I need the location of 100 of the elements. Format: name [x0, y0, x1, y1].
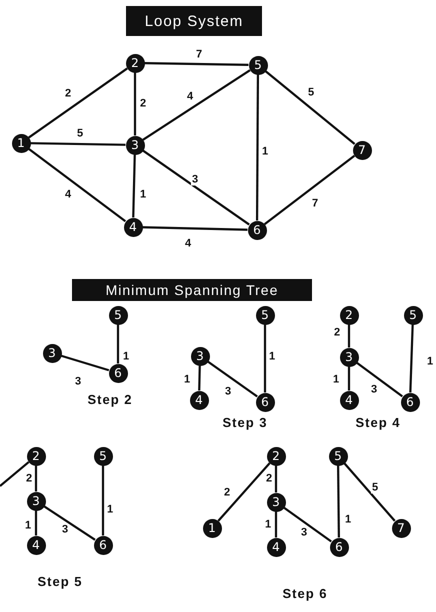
vertex-circle: 5 [248, 56, 268, 74]
vertex-circle: 5 [256, 306, 274, 324]
edge-weight: 2 [64, 88, 72, 100]
edge-weight: 3 [60, 524, 70, 536]
edge-weight: 2 [332, 328, 342, 338]
vertex-circle: 3 [190, 346, 210, 366]
vertex-circle: 5 [404, 306, 422, 324]
edge-weight: 7 [194, 50, 204, 60]
edge-weight: 5 [306, 88, 316, 98]
edge-weight: 1 [106, 504, 114, 516]
edge-weight: 1 [426, 356, 434, 368]
edge-line [34, 466, 38, 492]
edge-weight: 3 [370, 384, 378, 396]
edge-weight: 1 [264, 520, 272, 530]
edge-line [43, 505, 96, 541]
edge-weight: 1 [24, 520, 32, 532]
vertex-circle: 3 [26, 492, 46, 510]
heading-banner: Loop System [126, 6, 262, 36]
vertex-circle: 6 [330, 538, 348, 556]
vertex-circle: 6 [94, 536, 112, 554]
edge-weight: 3 [224, 386, 232, 398]
vertex-circle: 2 [126, 54, 144, 72]
vertex-circle: 4 [124, 218, 142, 236]
step-caption: Step 6 [282, 586, 328, 601]
vertex-circle: 2 [26, 446, 46, 466]
vertex-circle: 5 [328, 446, 348, 466]
step-caption: Step 5 [38, 574, 82, 589]
vertex-circle: 3 [266, 492, 286, 512]
vertex-circle: 6 [108, 364, 128, 382]
edge-line [30, 142, 126, 146]
edge-weight: 3 [74, 376, 82, 388]
edge-line [409, 324, 414, 393]
vertex-circle: 4 [190, 390, 208, 410]
edge-line [132, 154, 136, 218]
edge-line [348, 366, 350, 390]
vertex-circle: 4 [266, 538, 286, 556]
edge-line [134, 72, 136, 136]
edge-line [60, 354, 110, 372]
edge-weight: 3 [190, 174, 200, 186]
step-caption: Step 2 [88, 392, 132, 407]
edge-weight: 5 [370, 482, 380, 494]
vertex-circle: 1 [202, 518, 222, 538]
edge-weight: 1 [268, 352, 276, 362]
vertex-circle: 7 [392, 518, 410, 538]
heading-banner: Minimum Spanning Tree [72, 279, 312, 301]
edge-line [283, 506, 332, 542]
edge-line [142, 226, 248, 231]
vertex-circle: 6 [256, 392, 274, 412]
step-caption: Step 4 [356, 415, 400, 430]
vertex-circle: 4 [26, 536, 46, 554]
edge-weight: 2 [222, 488, 232, 498]
edge-line [337, 465, 340, 538]
edge-line [207, 360, 258, 398]
vertex-circle: 3 [42, 344, 62, 362]
vertex-circle: 4 [340, 390, 358, 410]
edge-line [217, 462, 271, 522]
edge-line [256, 74, 260, 220]
edge-line [34, 510, 38, 536]
edge-weight: 1 [122, 352, 130, 362]
edge-line [274, 466, 278, 492]
edge-line [264, 324, 266, 392]
edge-weight: 1 [138, 190, 148, 200]
edge-line [102, 466, 104, 536]
edge-line [144, 62, 249, 66]
edge-line [264, 154, 356, 226]
edge-weight: 4 [186, 92, 194, 102]
edge-line [348, 324, 350, 348]
vertex-circle: 2 [266, 446, 286, 466]
edge-weight: 7 [310, 198, 320, 210]
edge-line [343, 462, 396, 522]
vertex-circle: 3 [340, 348, 358, 366]
edge-line [274, 512, 278, 538]
edge-line [116, 324, 120, 364]
step-caption: Step 3 [222, 415, 268, 430]
edge-weight: 3 [300, 528, 308, 538]
edge-line [28, 148, 126, 222]
vertex-circle: 2 [340, 306, 358, 324]
edge-line [142, 150, 250, 226]
vertex-circle: 6 [248, 220, 266, 240]
edge-line [0, 461, 30, 487]
edge-weight: 1 [344, 514, 352, 526]
edge-weight: 1 [182, 374, 192, 386]
vertex-circle: 7 [352, 140, 372, 160]
edge-line [28, 68, 128, 138]
vertex-circle: 6 [400, 392, 420, 412]
edge-weight: 4 [64, 190, 72, 200]
edge-weight: 4 [184, 238, 192, 250]
edge-weight: 2 [138, 98, 148, 110]
edge-weight: 5 [76, 128, 84, 140]
edge-line [142, 69, 251, 141]
vertex-circle: 1 [12, 134, 30, 152]
edge-weight: 2 [24, 474, 34, 484]
edge-line [356, 362, 403, 398]
vertex-circle: 5 [94, 446, 112, 466]
edge-line [198, 365, 201, 391]
edge-weight: 2 [264, 474, 274, 484]
vertex-circle: 5 [108, 306, 128, 324]
vertex-circle: 3 [126, 136, 144, 154]
edge-weight: 1 [260, 146, 270, 158]
edge-weight: 1 [332, 374, 340, 386]
